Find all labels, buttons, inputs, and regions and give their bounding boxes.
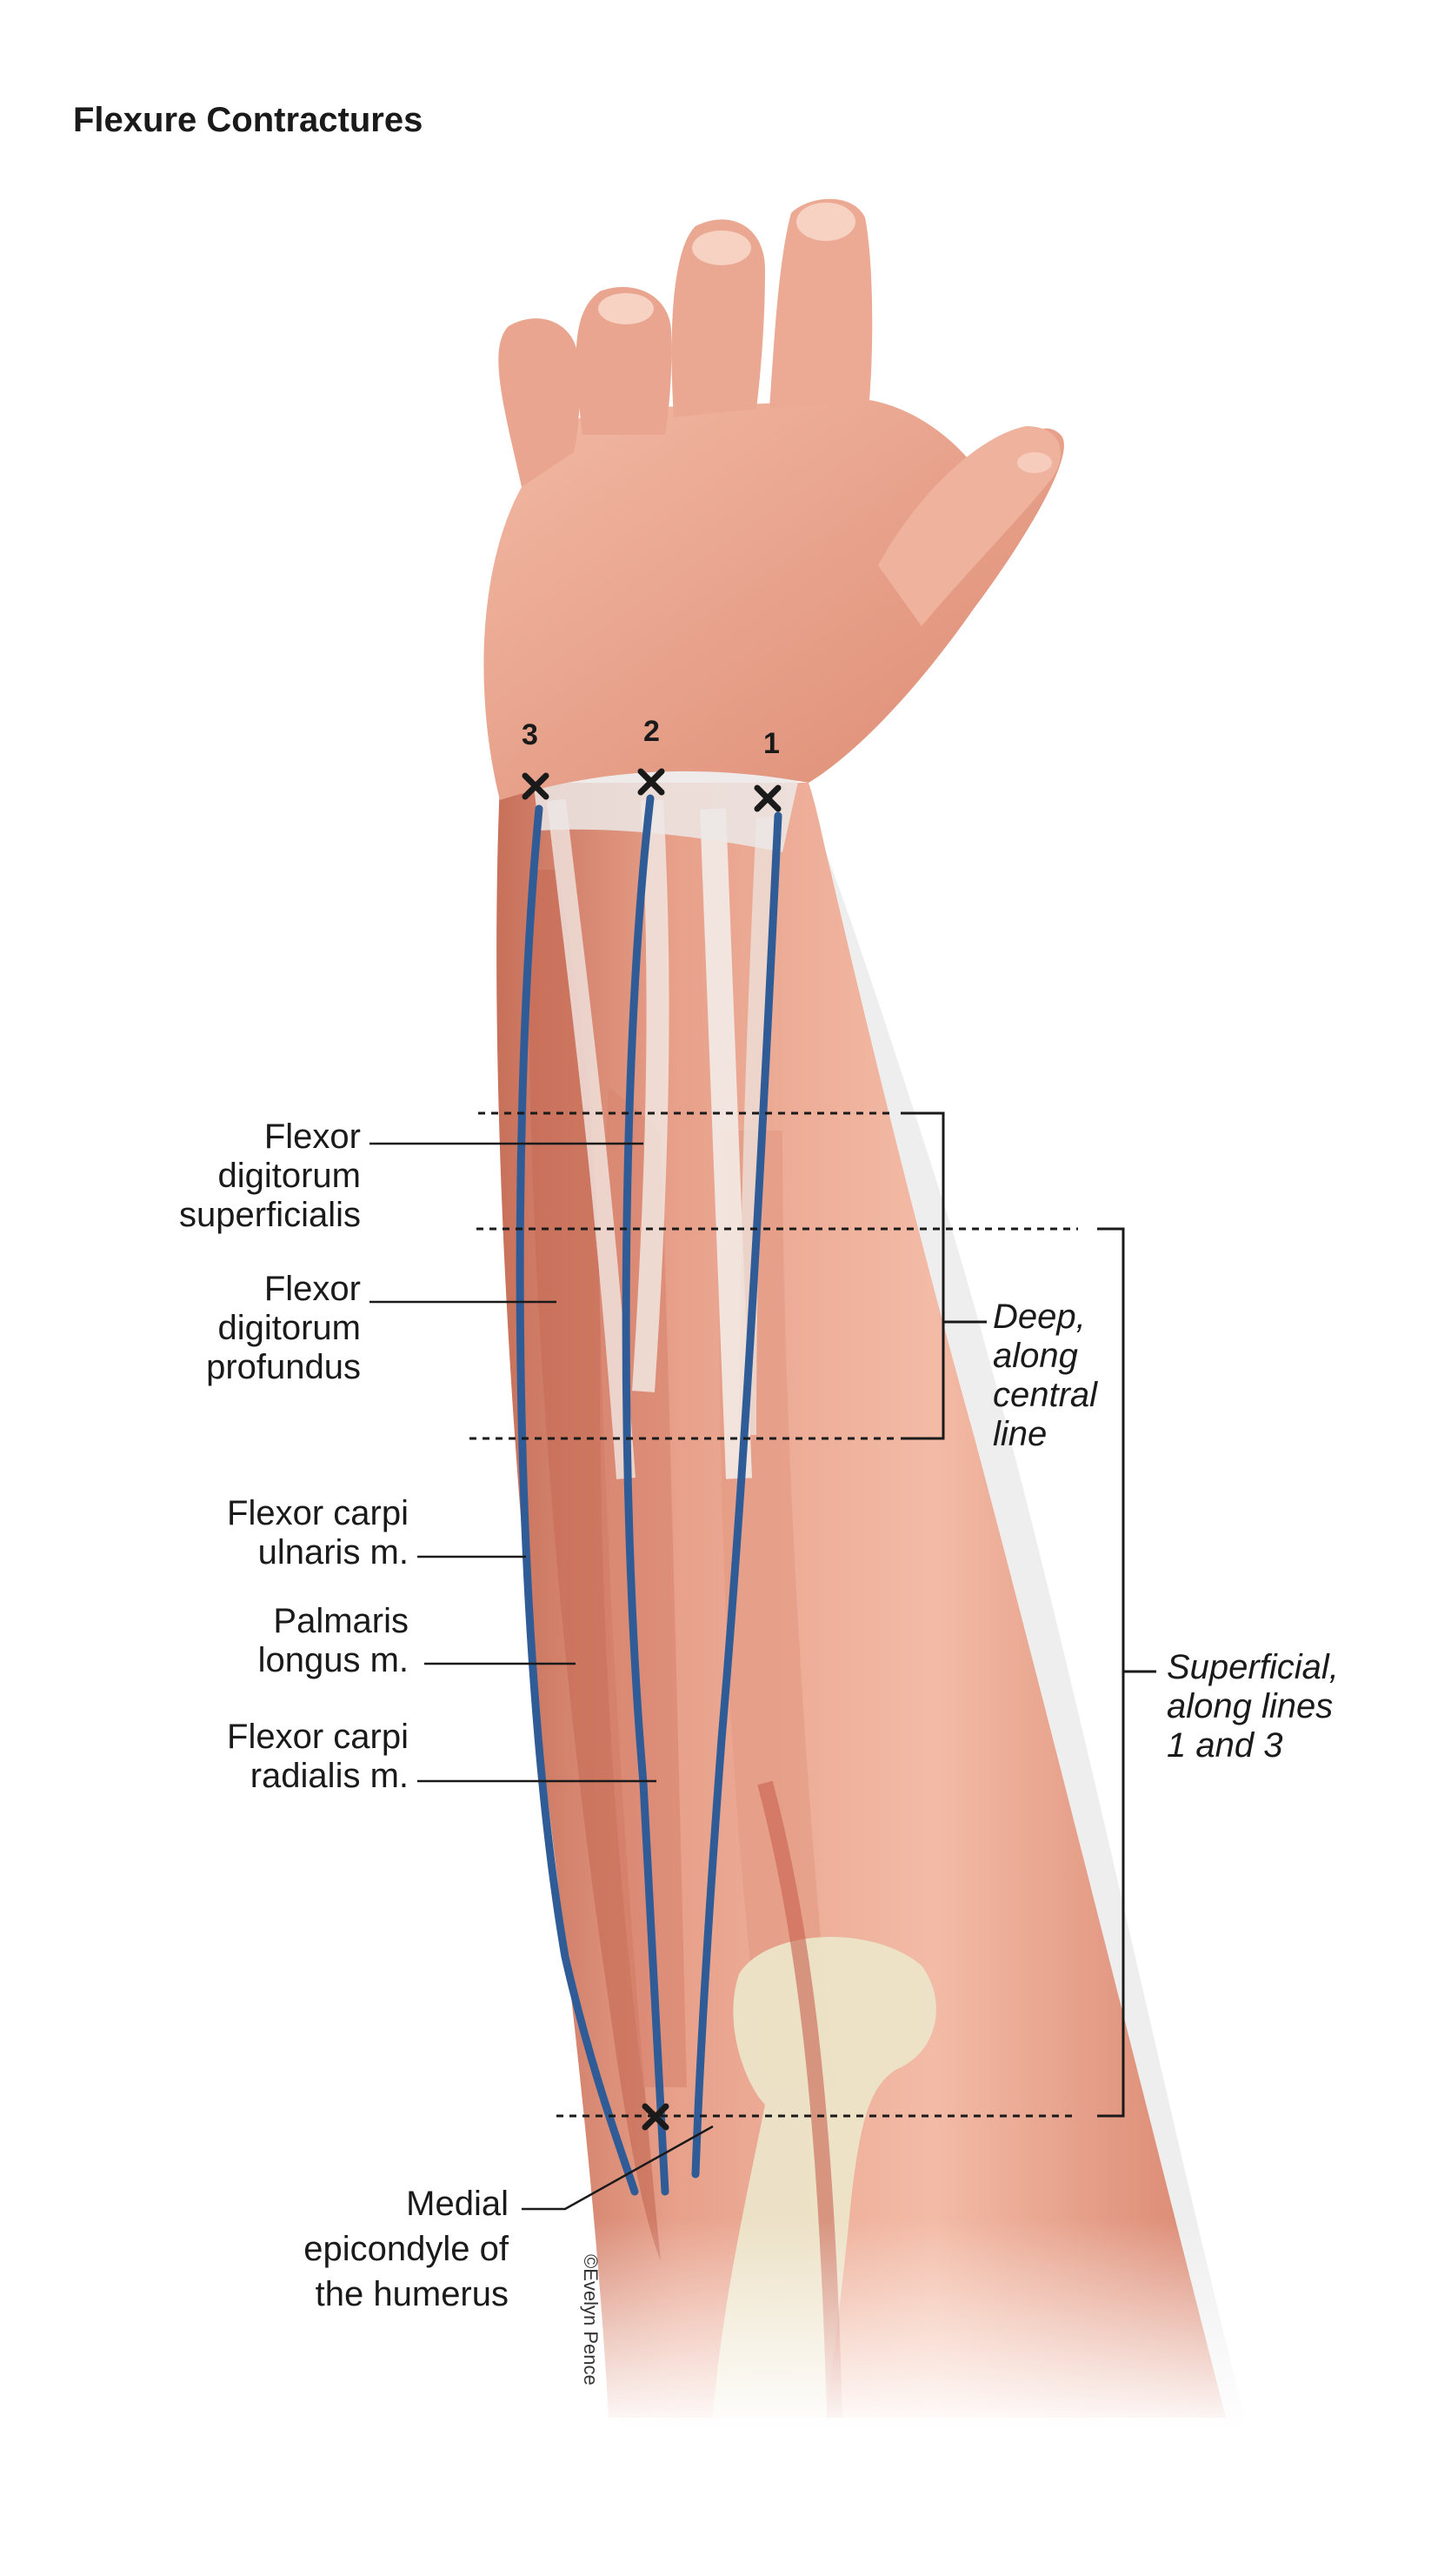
label-line: Palmaris	[273, 1602, 409, 1640]
line-2	[622, 794, 669, 2196]
label-line: epicondyle of	[303, 2230, 509, 2268]
artist-credit: ©Evelyn Pence	[580, 2254, 602, 2386]
fingernail-index	[796, 203, 855, 241]
label-line: 1 and 3	[1167, 1726, 1283, 1765]
leader-epicondyle	[522, 2125, 714, 2211]
fingernail-middle	[692, 230, 751, 265]
figure-title: Flexure Contractures	[73, 101, 423, 139]
x-marker-1	[754, 784, 782, 812]
x-marker-epicondyle	[642, 2103, 669, 2131]
thumbnail	[1017, 452, 1052, 473]
label-line: Flexor carpi	[227, 1494, 409, 1532]
tendon-b	[632, 799, 669, 1392]
bracket-superficial	[1097, 1227, 1156, 2118]
finger-index	[769, 198, 873, 409]
label-line: line	[993, 1415, 1048, 1453]
label-line: the humerus	[315, 2275, 509, 2313]
label-superficial: Superficial, along lines 1 and 3	[1167, 1648, 1339, 1765]
bottom-fade	[522, 2218, 1304, 2435]
label-flexor-carpi-radialis: Flexor carpi radialis m.	[139, 1718, 409, 1796]
thumb	[878, 426, 1061, 626]
label-line: Flexor	[263, 1118, 361, 1156]
tendon-a	[547, 798, 636, 1479]
label-line: Flexor	[263, 1270, 361, 1308]
label-line: profundus	[206, 1348, 361, 1386]
label-flexor-carpi-ulnaris: Flexor carpi ulnaris m.	[139, 1494, 409, 1572]
label-line: ulnaris m.	[257, 1533, 409, 1572]
bracket-deep	[901, 1111, 987, 1440]
label-line: superficialis	[179, 1196, 361, 1234]
line-number-2: 2	[643, 715, 660, 748]
label-line: Flexor carpi	[227, 1718, 409, 1756]
label-line: Superficial,	[1167, 1648, 1339, 1686]
label-line: digitorum	[217, 1309, 361, 1347]
label-line: central	[993, 1376, 1098, 1414]
line-1	[691, 811, 782, 2179]
label-deep: Deep, along central line	[993, 1298, 1097, 1454]
label-line: Deep,	[993, 1298, 1086, 1336]
wrist-retinaculum	[530, 753, 800, 852]
label-line: along lines	[1167, 1687, 1334, 1725]
label-line: Medial	[406, 2185, 509, 2223]
label-line: along	[993, 1337, 1078, 1375]
tendon-c	[700, 808, 752, 1479]
finger-middle	[671, 219, 765, 417]
finger-pinky	[498, 318, 581, 487]
x-marker-3	[522, 772, 549, 800]
label-line: digitorum	[217, 1157, 361, 1195]
label-palmaris-longus: Palmaris longus m.	[139, 1602, 409, 1680]
line-number-3: 3	[522, 718, 538, 751]
finger-ring	[576, 287, 672, 435]
label-line: radialis m.	[250, 1757, 409, 1795]
x-marker-2	[637, 768, 665, 796]
label-medial-epicondyle: Medial epicondyle of the humerus	[243, 2181, 509, 2317]
line-number-1: 1	[763, 727, 780, 760]
label-flexor-digitorum-superficialis: Flexor digitorum superficialis	[139, 1118, 361, 1235]
line-3	[516, 804, 639, 2196]
label-line: longus m.	[257, 1641, 409, 1679]
fingernail-ring	[598, 293, 654, 324]
palm-skin	[483, 400, 1064, 800]
label-flexor-digitorum-profundus: Flexor digitorum profundus	[139, 1270, 361, 1387]
